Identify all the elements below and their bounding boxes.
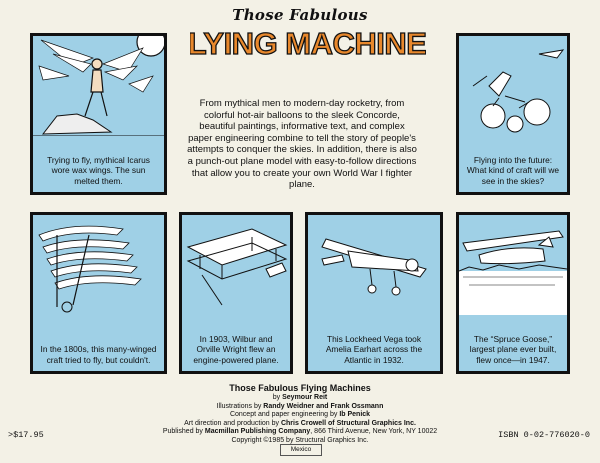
panel-wright-caption: In 1903, Wilbur and Orville Wright flew … bbox=[193, 334, 279, 365]
panel-icarus: Trying to fly, mythical Icarus wore wax … bbox=[30, 33, 167, 195]
credits-engineering-label: Concept and paper engineering by bbox=[229, 411, 340, 418]
credits-author-line: by Seymour Reit bbox=[150, 394, 450, 403]
credits-art-director: Chris Crowell of Structural Graphics Inc… bbox=[280, 419, 416, 427]
credits-engineer: Ib Penick bbox=[339, 411, 371, 418]
space-station-icon bbox=[472, 49, 565, 133]
credits-copyright: Copyright ©1985 by Structural Graphics I… bbox=[231, 436, 369, 444]
credits-by-label: by bbox=[272, 394, 283, 401]
panel-future: Flying into the future: What kind of cra… bbox=[456, 33, 570, 195]
panel-future-caption: Flying into the future: What kind of cra… bbox=[466, 155, 560, 186]
panel-icarus-caption: Trying to fly, mythical Icarus wore wax … bbox=[47, 155, 150, 186]
credits-illustrators: Randy Weidner and Frank Ossmann bbox=[263, 402, 384, 410]
lockheed-vega-icon bbox=[321, 238, 427, 296]
description-blurb: From mythical men to modern-day rocketry… bbox=[187, 98, 417, 191]
panel-spruce-goose-caption: The “Spruce Goose,” largest plane ever b… bbox=[469, 334, 557, 365]
title-main: FLYING MACHINES bbox=[190, 25, 426, 60]
title-main-text: FLYING MACHINES bbox=[190, 26, 426, 60]
credits-engineer-line: Concept and paper engineering by Ib Peni… bbox=[150, 411, 450, 420]
panel-wright: In 1903, Wilbur and Orville Wright flew … bbox=[179, 212, 293, 374]
panel-spruce-goose: The “Spruce Goose,” largest plane ever b… bbox=[456, 212, 570, 374]
title-subtitle: Those Fabulous bbox=[232, 6, 368, 24]
country-label: Mexico bbox=[280, 444, 322, 456]
credits-published-label: Published by bbox=[162, 428, 205, 435]
credits-art-line: Art direction and production by Chris Cr… bbox=[150, 420, 450, 429]
panel-lockheed-vega: This Lockheed Vega took Amelia Earhart a… bbox=[305, 212, 443, 374]
wright-flyer-icon bbox=[186, 228, 288, 306]
icarus-icon bbox=[33, 36, 164, 136]
spruce-goose-icon bbox=[459, 230, 567, 315]
credits-block: Those Fabulous Flying Machines by Seymou… bbox=[150, 383, 450, 445]
credits-title: Those Fabulous Flying Machines bbox=[229, 383, 371, 393]
credits-illustrators-line: Illustrations by Randy Weidner and Frank… bbox=[150, 403, 450, 412]
isbn-label: ISBN 0-02-776020-0 bbox=[498, 430, 590, 440]
credits-illustrations-label: Illustrations by bbox=[216, 402, 264, 410]
credits-art-label: Art direction and production by bbox=[184, 419, 281, 427]
credits-author: Seymour Reit bbox=[282, 394, 328, 401]
price-label: >$17.95 bbox=[8, 430, 44, 440]
panel-multiplane: In the 1800s, this many-winged craft tri… bbox=[30, 212, 167, 374]
credits-publisher: Macmillan Publishing Company bbox=[204, 428, 311, 435]
multiplane-icon bbox=[38, 225, 142, 313]
credits-publisher-address: , 866 Third Avenue, New York, NY 10022 bbox=[310, 428, 438, 435]
credits-publisher-line: Published by Macmillan Publishing Compan… bbox=[150, 428, 450, 437]
panel-multiplane-caption: In the 1800s, this many-winged craft tri… bbox=[40, 344, 157, 365]
panel-lockheed-vega-caption: This Lockheed Vega took Amelia Earhart a… bbox=[325, 334, 423, 365]
